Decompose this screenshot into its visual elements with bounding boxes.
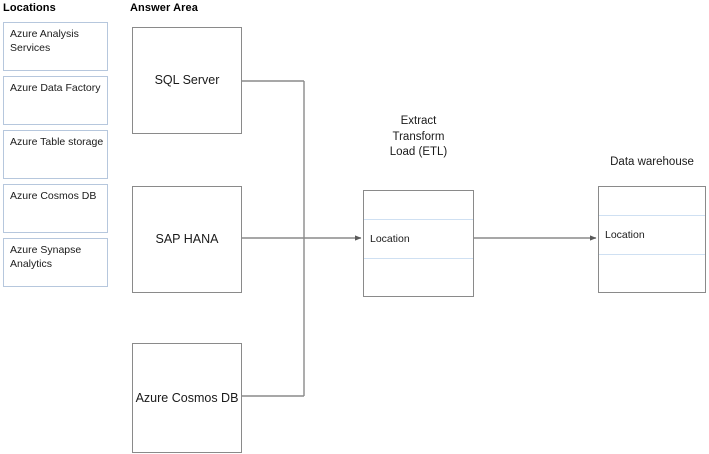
locations-list: Azure Analysis Services Azure Data Facto… [3,22,108,292]
answer-area-column-heading: Answer Area [130,2,198,14]
answer-box-sap-hana[interactable]: SAP HANA [132,186,242,293]
etl-row-label: Location [370,233,410,245]
list-item[interactable]: Azure Cosmos DB [3,184,108,233]
etl-caption: Extract Transform Load (ETL) [389,115,448,158]
locations-column-heading: Locations [3,2,56,14]
list-item[interactable]: Azure Synapse Analytics [3,238,108,287]
list-item[interactable]: Azure Analysis Services [3,22,108,71]
etl-row-band: Location [364,219,473,259]
data-warehouse-box: Location [598,186,706,293]
data-warehouse-row-label: Location [605,229,645,241]
answer-box-sql-server[interactable]: SQL Server [132,27,242,134]
data-warehouse-row-band: Location [599,215,705,255]
answer-box-azure-cosmos-db[interactable]: Azure Cosmos DB [132,343,242,453]
list-item[interactable]: Azure Table storage [3,130,108,179]
data-warehouse-caption: Data warehouse [610,156,694,168]
etl-box: Location [363,190,474,297]
list-item[interactable]: Azure Data Factory [3,76,108,125]
